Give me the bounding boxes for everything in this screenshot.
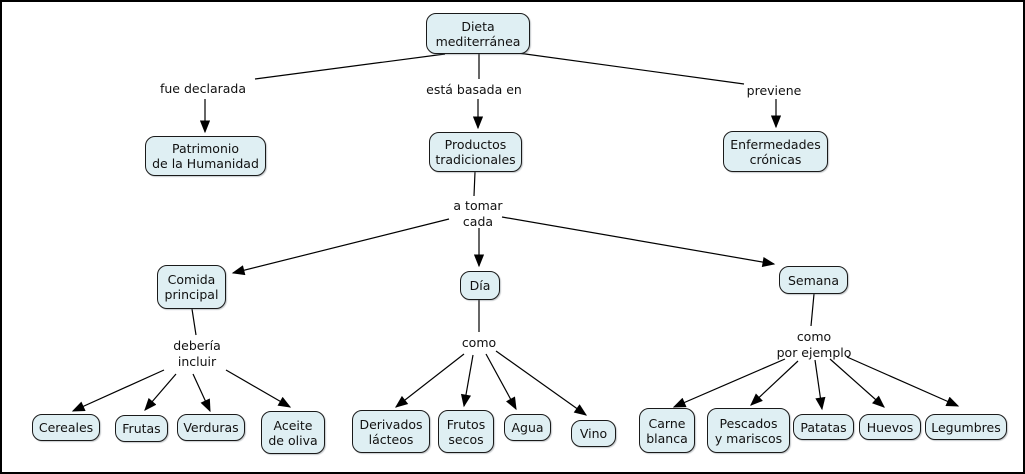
concept-node-enfermedades-cronicas[interactable]: Enfermedades crónicas (723, 131, 828, 172)
linking-phrase-previene[interactable]: previene (746, 83, 802, 98)
concept-node-agua[interactable]: Agua (504, 414, 551, 441)
concept-node-dieta-mediterranea[interactable]: Dieta mediterránea (426, 13, 530, 54)
concept-node-carne-blanca[interactable]: Carne blanca (639, 408, 695, 453)
concept-node-semana[interactable]: Semana (779, 266, 848, 294)
concept-node-legumbres[interactable]: Legumbres (925, 414, 1007, 440)
plain-connectors (191, 52, 815, 336)
linking-phrase-fue-declarada[interactable]: fue declarada (159, 81, 246, 96)
linking-phrase-como[interactable]: como (461, 335, 497, 350)
linking-phrase-como-por-ejemplo[interactable]: como por ejemplo (776, 329, 852, 360)
concept-node-huevos[interactable]: Huevos (859, 414, 921, 440)
concept-node-dia[interactable]: Día (460, 271, 500, 300)
concept-node-vino[interactable]: Vino (571, 420, 616, 447)
linking-phrase-deberia-incluir[interactable]: debería incluir (173, 338, 221, 369)
arrow-connectors (71, 99, 960, 416)
concept-node-frutas[interactable]: Frutas (115, 415, 168, 442)
concept-node-cereales[interactable]: Cereales (32, 414, 100, 441)
concept-node-patrimonio[interactable]: Patrimonio de la Humanidad (145, 136, 266, 176)
concept-node-productos-tradicionales[interactable]: Productos tradicionales (429, 132, 522, 172)
concept-node-verduras[interactable]: Verduras (177, 414, 245, 441)
concept-node-aceite-de-oliva[interactable]: Aceite de oliva (261, 411, 325, 454)
linking-phrase-a-tomar-cada[interactable]: a tomar cada (453, 198, 503, 229)
concept-node-pescados-y-mariscos[interactable]: Pescados y mariscos (707, 408, 790, 453)
concept-node-derivados-lacteos[interactable]: Derivados lácteos (352, 410, 430, 453)
concept-node-comida-principal[interactable]: Comida principal (157, 265, 226, 309)
concept-node-frutos-secos[interactable]: Frutos secos (438, 410, 494, 453)
linking-phrase-esta-basada-en[interactable]: está basada en (426, 82, 522, 97)
concept-node-patatas[interactable]: Patatas (793, 414, 854, 440)
